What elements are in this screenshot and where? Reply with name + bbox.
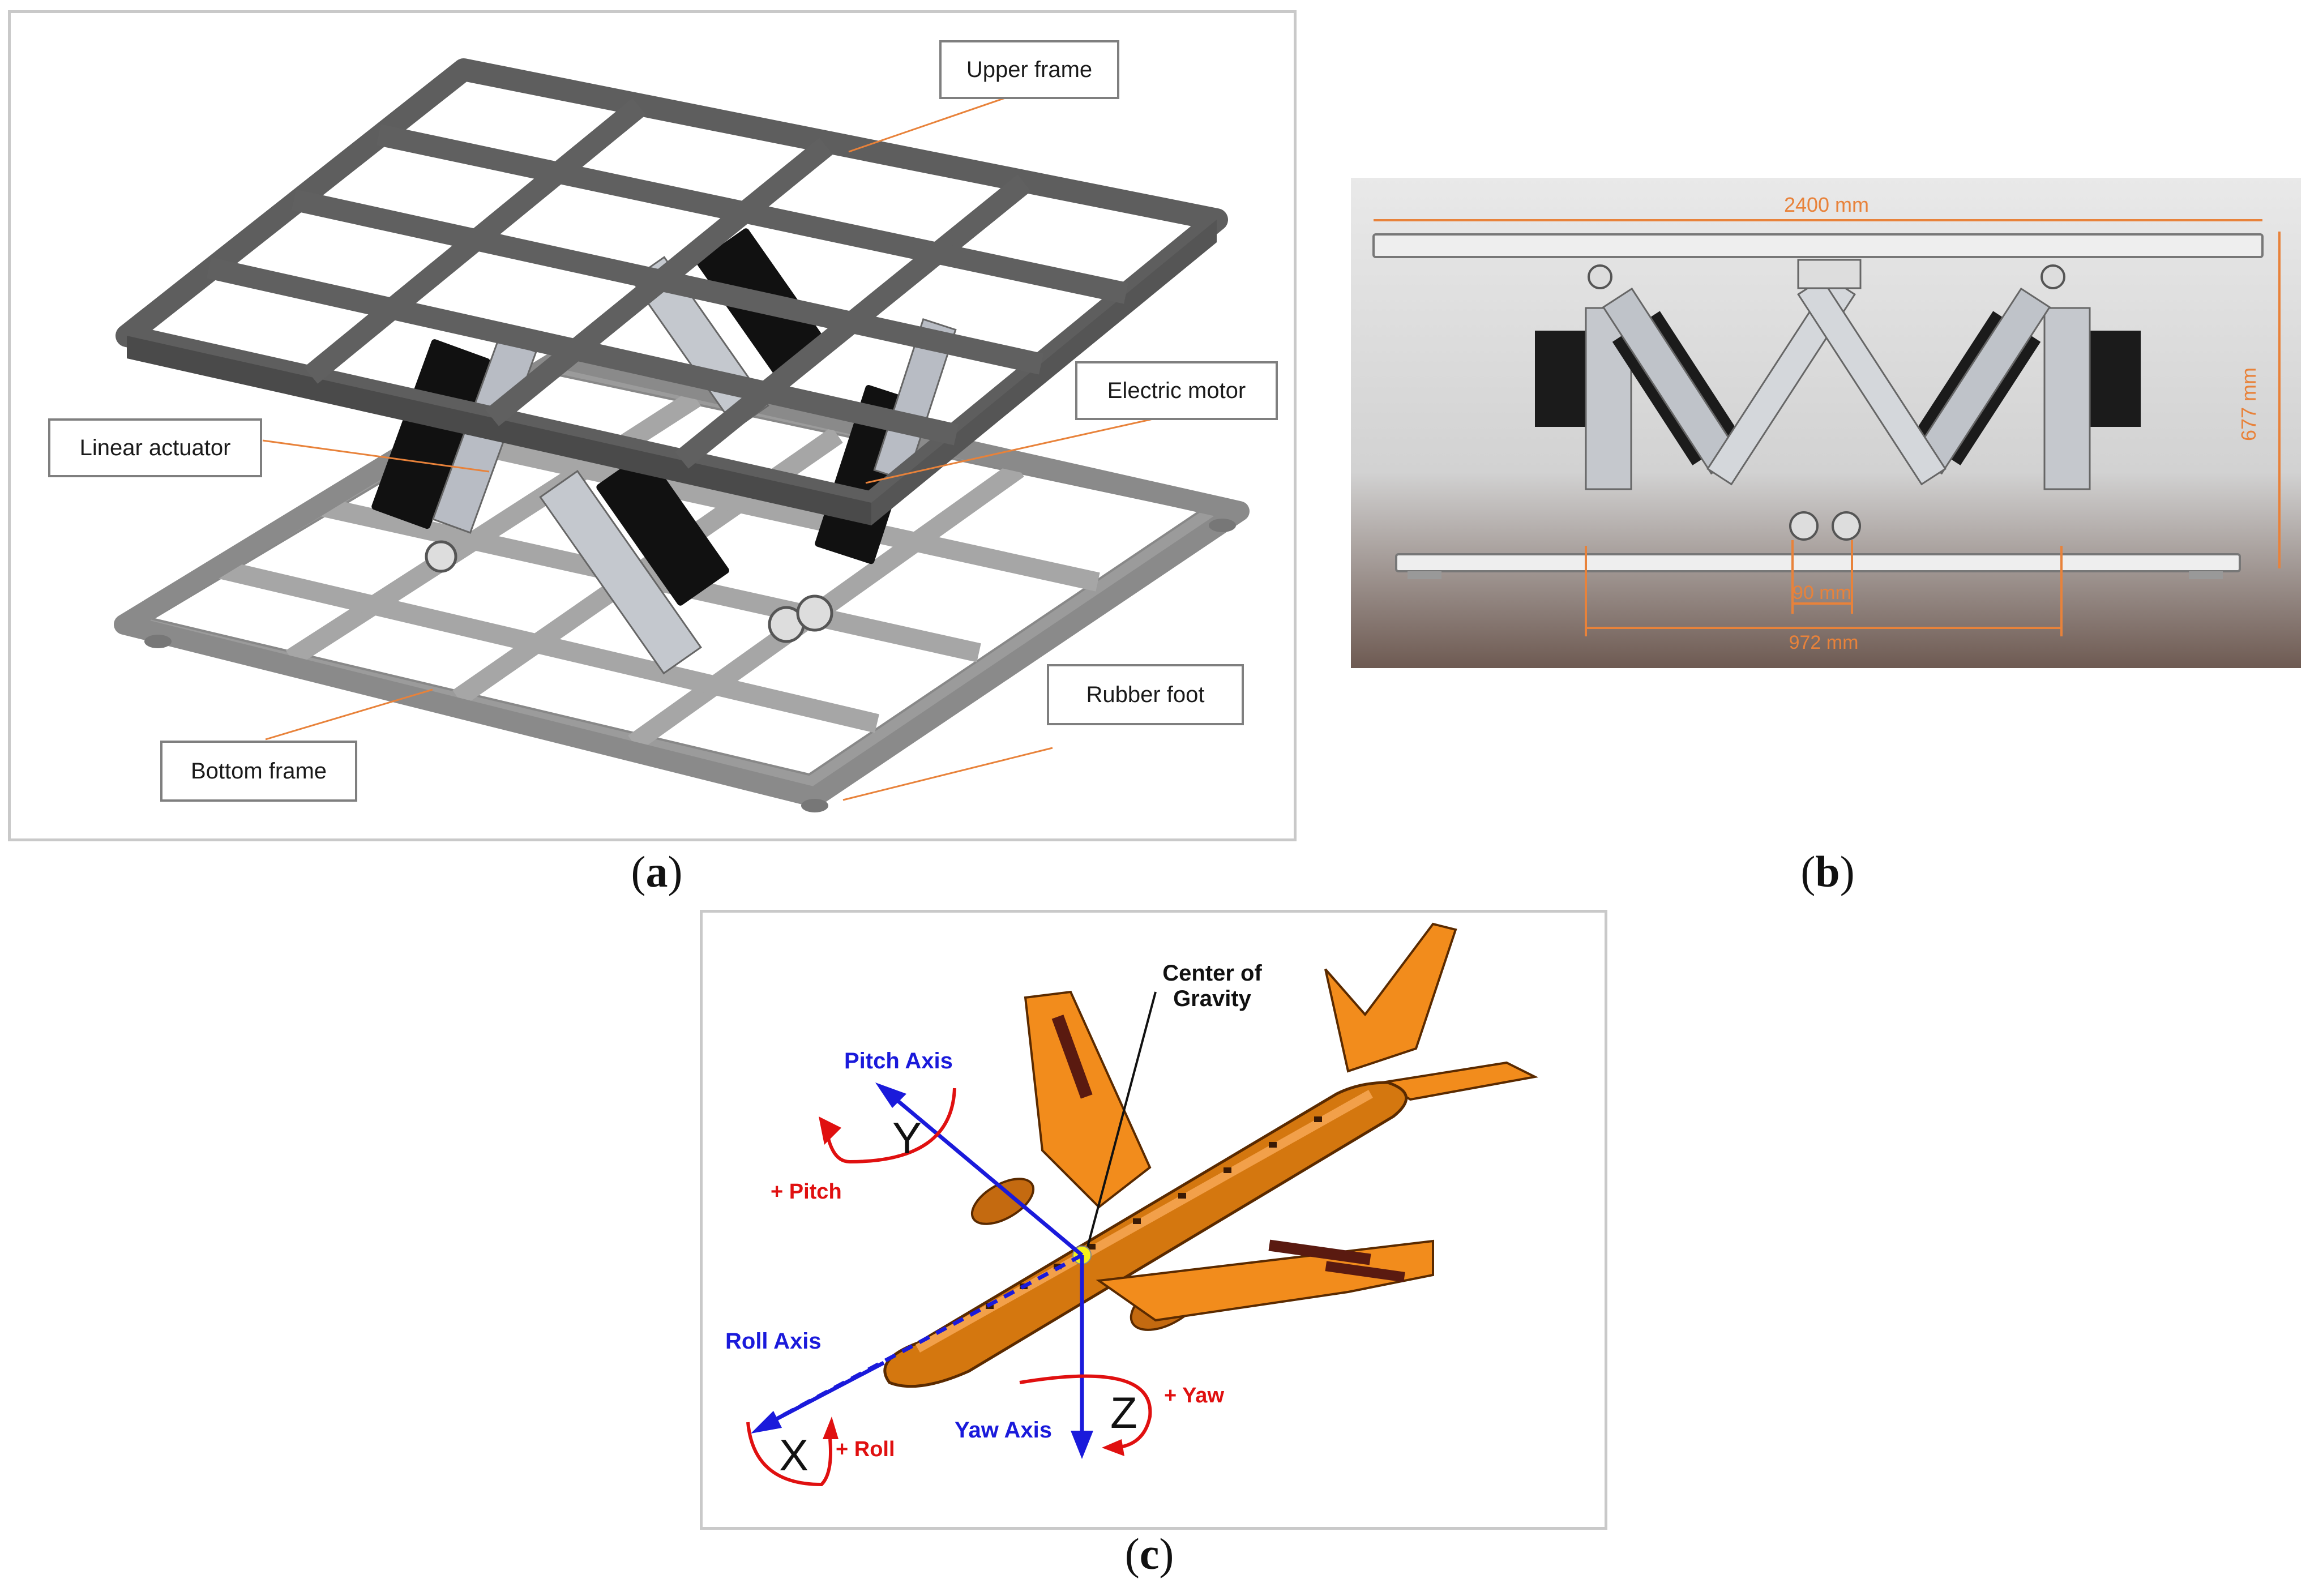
aircraft-drawing: [883, 922, 1539, 1388]
actuator-set-drawing: [1535, 259, 2141, 541]
caption-c: (c): [1124, 1529, 1174, 1578]
upper-frame-drawing: [116, 58, 1228, 525]
panel-a: Upper frame Electric motor Linear actuat…: [8, 10, 1297, 841]
axis-letter-x: X: [779, 1430, 808, 1480]
platform-front-view: 2400 mm 677 mm 90 mm 972 mm: [1351, 178, 2301, 668]
pitch-axis-label: Pitch Axis: [844, 1049, 953, 1073]
dimension-lines: [1374, 219, 2281, 636]
axis-letter-y: Y: [892, 1113, 922, 1163]
upper-frame-label: Upper frame: [939, 40, 1119, 99]
yaw-rotation-label: + Yaw: [1164, 1384, 1224, 1407]
axes-drawing: [751, 1082, 1093, 1459]
panel-b: 2400 mm 677 mm 90 mm 972 mm: [1351, 178, 2301, 668]
yaw-axis-label: Yaw Axis: [955, 1418, 1052, 1443]
linear-actuator-label: Linear actuator: [48, 418, 262, 477]
cog-label-line2: Gravity: [1173, 986, 1252, 1011]
electric-motor-label: Electric motor: [1075, 361, 1278, 420]
aircraft-axes-diagram: Center of Gravity Pitch Axis Roll Axis Y…: [725, 922, 1539, 1487]
leader-lines: [262, 88, 1166, 801]
dim-base-span: 972 mm: [1789, 632, 1859, 653]
rotation-arcs: [746, 1088, 1152, 1487]
bottom-frame-label: Bottom frame: [160, 741, 357, 802]
roll-axis-label: Roll Axis: [725, 1329, 822, 1354]
caption-b: (b): [1800, 847, 1855, 896]
panel-c: Center of Gravity Pitch Axis Roll Axis Y…: [700, 910, 1607, 1530]
caption-a: (a): [631, 847, 683, 896]
dim-inner-gap: 90 mm: [1793, 582, 1851, 604]
dim-height: 677 mm: [2237, 367, 2260, 441]
dim-top-width: 2400 mm: [1784, 193, 1869, 216]
axis-letter-z: Z: [1110, 1388, 1137, 1437]
platform-isometric-render: [114, 58, 1250, 812]
cog-label-line1: Center of: [1162, 961, 1262, 986]
roll-rotation-label: + Roll: [836, 1437, 895, 1461]
rubber-foot-label: Rubber foot: [1047, 664, 1244, 725]
pitch-rotation-label: + Pitch: [771, 1180, 842, 1204]
